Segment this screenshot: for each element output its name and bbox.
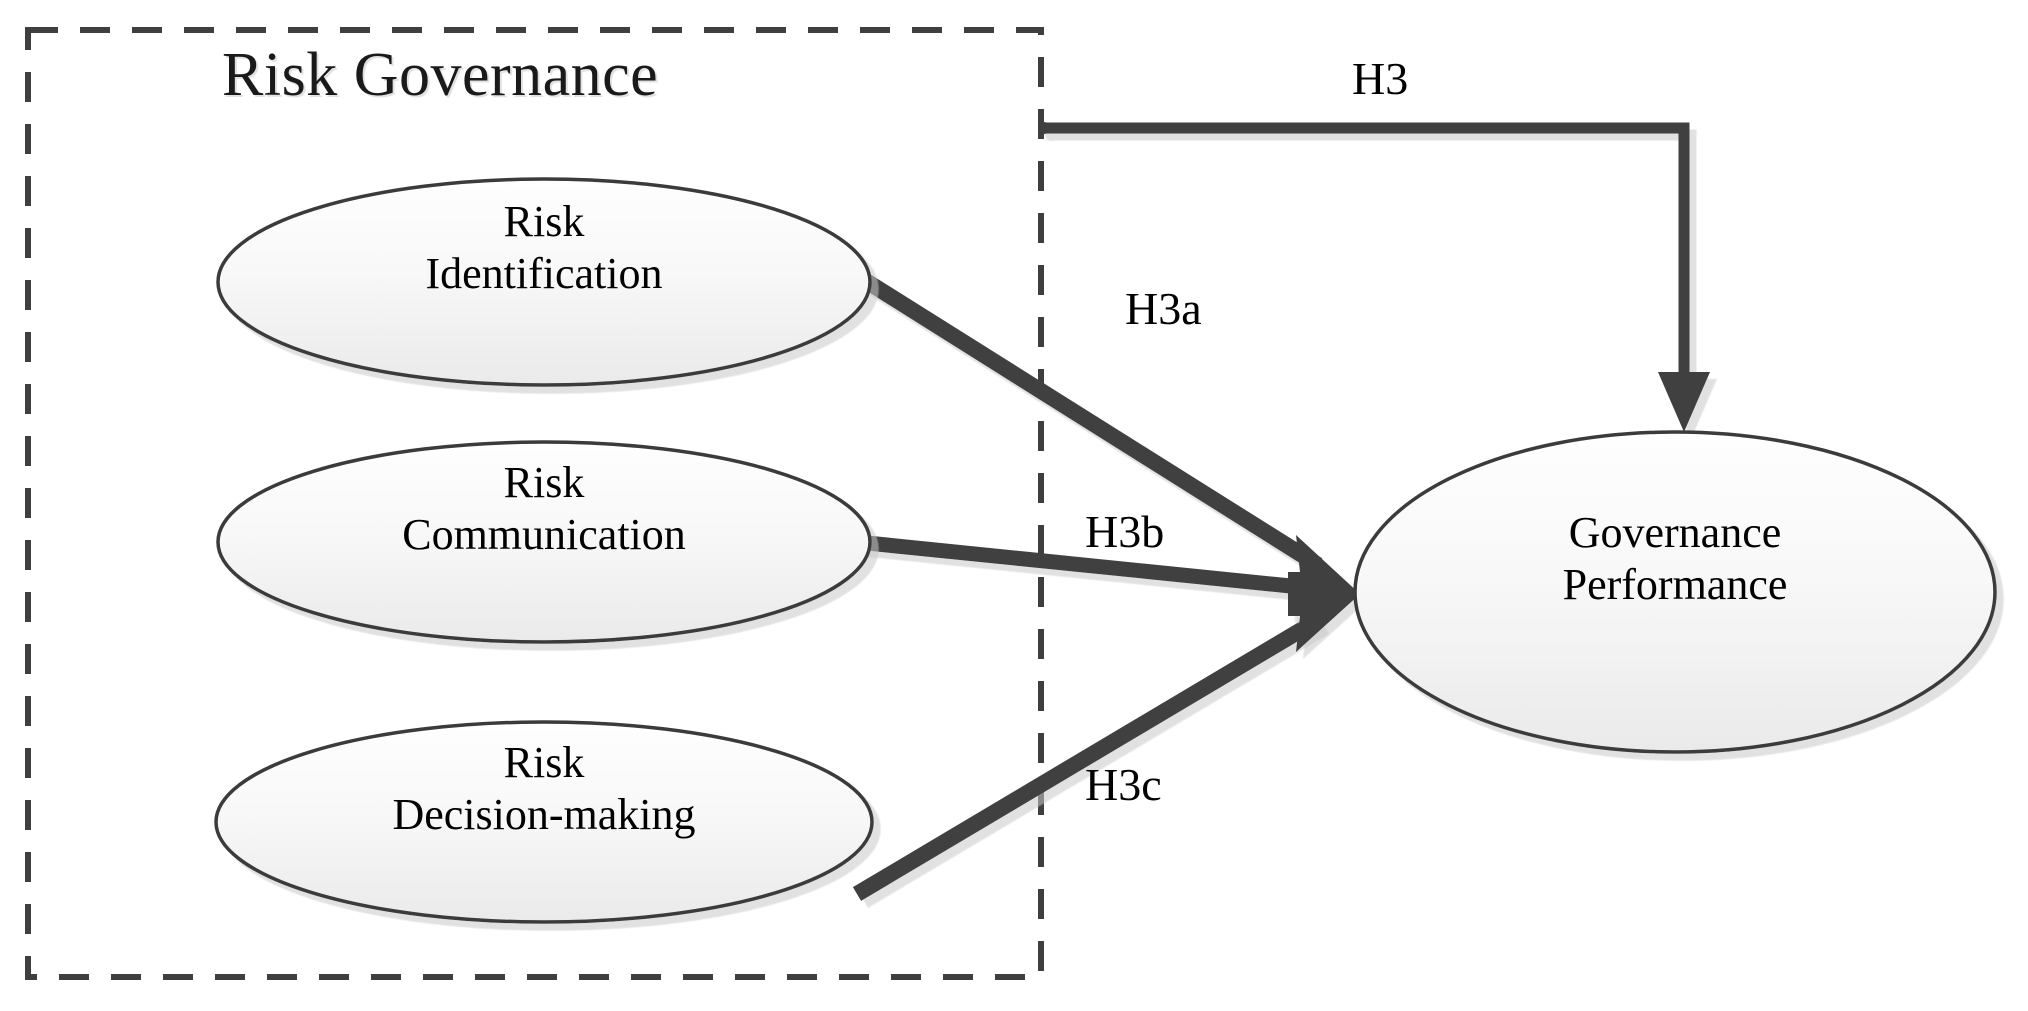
edge-h3	[1038, 122, 1710, 432]
risk-governance-group-box	[25, 27, 1044, 980]
node-risk-identification[interactable]	[216, 177, 872, 387]
arrowhead-to-governance-performance	[1288, 535, 1360, 652]
node-governance-performance[interactable]	[1353, 430, 1997, 754]
edge-h3a	[861, 274, 1323, 572]
edge-label-h3b: H3b	[1085, 506, 1165, 557]
node-risk-decision-making[interactable]	[214, 720, 874, 924]
edge-h3c	[852, 613, 1323, 901]
edge-label-h3c: H3c	[1085, 759, 1162, 810]
edge-label-h3a: H3a	[1125, 283, 1202, 334]
node-risk-communication[interactable]	[216, 440, 872, 644]
edge-label-h3: H3	[1352, 53, 1409, 104]
group-title-risk-governance: Risk Governance	[222, 41, 659, 109]
edge-h3b	[856, 534, 1321, 597]
